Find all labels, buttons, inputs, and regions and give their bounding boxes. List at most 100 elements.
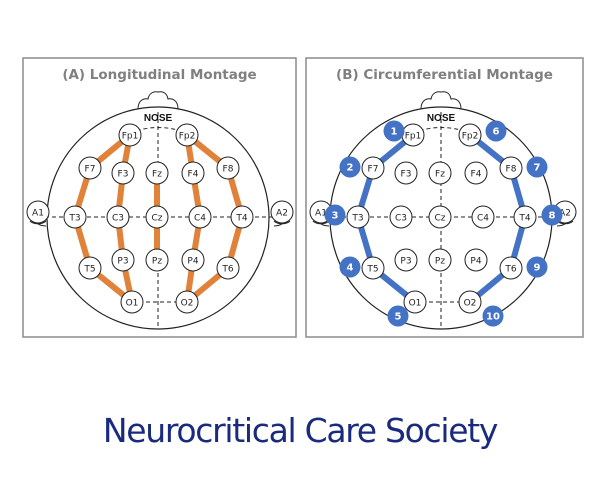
badge-circle	[526, 256, 548, 278]
badge-number: 2	[347, 163, 354, 174]
electrode-o1: O1	[120, 290, 144, 314]
nose-outline-icon	[420, 91, 462, 110]
electrode-circle	[361, 256, 385, 280]
channel-number-badge: 2	[339, 156, 361, 178]
electrode-pz: Pz	[145, 248, 169, 272]
electrode-label: F8	[506, 164, 517, 174]
electrode-label: O1	[409, 298, 422, 308]
channel-number-badge: 3	[324, 204, 346, 226]
badge-number: 8	[549, 211, 556, 222]
electrode-label: O2	[464, 298, 477, 308]
electrode-label: F4	[471, 169, 482, 179]
channel-number-badge: 9	[526, 256, 548, 278]
electrode-label: Cz	[434, 213, 445, 223]
electrode-circle	[458, 290, 482, 314]
nose-label: NOSE	[427, 113, 456, 124]
electrode-circle	[230, 205, 254, 229]
electrode-f8: F8	[216, 156, 240, 180]
electrode-circle	[428, 205, 452, 229]
electrode-label: T5	[83, 264, 95, 274]
frontal-arc	[412, 127, 471, 134]
electrode-p4: P4	[464, 248, 488, 272]
electrode-label: C3	[112, 213, 124, 223]
badge-number: 5	[395, 312, 402, 323]
electrode-circle	[216, 156, 240, 180]
electrode-circle	[111, 248, 135, 272]
electrode-circle	[458, 123, 482, 147]
electrode-circle	[403, 290, 427, 314]
electrode-label: Fp2	[462, 131, 479, 141]
electrode-label: A1	[315, 208, 327, 218]
electrode-circle	[175, 290, 199, 314]
electrode-t5: T5	[78, 256, 102, 280]
electrode-circle	[181, 248, 205, 272]
electrode-f4: F4	[181, 161, 205, 185]
electrode-f4: F4	[464, 161, 488, 185]
badge-circle	[383, 120, 405, 142]
electrode-fp1: Fp1	[401, 123, 425, 147]
electrode-label: Fz	[152, 169, 162, 179]
badge-number: 10	[486, 312, 500, 323]
electrode-t5: T5	[361, 256, 385, 280]
electrode-label: F3	[401, 169, 412, 179]
badge-circle	[485, 120, 507, 142]
electrode-c3: C3	[106, 205, 130, 229]
electrode-circle	[499, 156, 523, 180]
electrode-circle	[26, 200, 50, 224]
electrode-label: T3	[68, 213, 80, 223]
electrode-circle	[120, 290, 144, 314]
electrode-cz: Cz	[428, 205, 452, 229]
electrode-f3: F3	[111, 161, 135, 185]
electrode-f3: F3	[394, 161, 418, 185]
electrode-circle	[361, 156, 385, 180]
earlobe-icon	[273, 220, 291, 225]
electrode-c3: C3	[389, 205, 413, 229]
electrode-label: T5	[366, 264, 378, 274]
electrode-t3: T3	[63, 205, 87, 229]
electrode-circle	[145, 205, 169, 229]
badge-circle	[482, 305, 504, 327]
electrode-circle	[394, 248, 418, 272]
electrode-circle	[216, 256, 240, 280]
electrode-circle	[145, 161, 169, 185]
electrode-label: T3	[351, 213, 363, 223]
electrode-fz: Fz	[428, 161, 452, 185]
badge-circle	[339, 256, 361, 278]
electrode-label: Fp1	[122, 131, 139, 141]
electrode-label: T6	[504, 264, 516, 274]
electrode-fp2: Fp2	[175, 123, 199, 147]
panel-title: (A) Longitudinal Montage	[62, 67, 256, 83]
electrode-circle	[106, 205, 130, 229]
frontal-arc	[129, 127, 188, 134]
electrode-label: P4	[187, 256, 198, 266]
electrode-f8: F8	[499, 156, 523, 180]
electrode-label: C4	[477, 213, 489, 223]
channel-number-badge: 10	[482, 305, 504, 327]
electrode-circle	[181, 161, 205, 185]
electrode-label: O1	[126, 298, 139, 308]
badge-circle	[541, 204, 563, 226]
electrode-label: Pz	[152, 256, 162, 266]
badge-number: 7	[534, 163, 541, 174]
electrode-circle	[513, 205, 537, 229]
electrode-circle	[428, 161, 452, 185]
electrode-label: Fz	[435, 169, 445, 179]
electrode-circle	[111, 161, 135, 185]
electrode-label: T6	[221, 264, 233, 274]
electrode-o2: O2	[175, 290, 199, 314]
electrode-label: Fp2	[179, 131, 196, 141]
channel-number-badge: 6	[485, 120, 507, 142]
electrode-label: P3	[400, 256, 411, 266]
electrode-p3: P3	[111, 248, 135, 272]
electrode-a1: A1	[26, 200, 50, 225]
electrode-label: C4	[194, 213, 206, 223]
electrode-label: A1	[32, 208, 44, 218]
electrode-pz: Pz	[428, 248, 452, 272]
electrode-c4: C4	[188, 205, 212, 229]
electrode-t4: T4	[513, 205, 537, 229]
electrode-t6: T6	[499, 256, 523, 280]
badge-number: 3	[332, 211, 339, 222]
electrode-p4: P4	[181, 248, 205, 272]
